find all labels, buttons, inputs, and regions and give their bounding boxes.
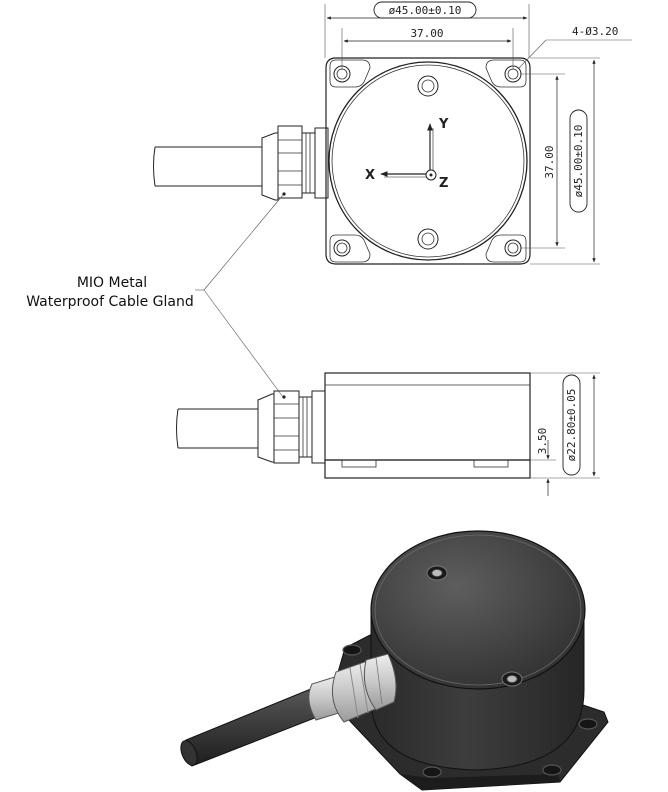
side-cable [176, 408, 258, 449]
render-mount-hole [422, 766, 442, 778]
render-cable [183, 685, 331, 767]
top-cable [153, 146, 262, 187]
dim-side-height-text: ø45.00±0.10 [572, 125, 585, 198]
dimension-base-height: 3.50 [530, 428, 556, 496]
render-screw [426, 565, 448, 581]
render-top-cap [370, 530, 586, 690]
dim-hole-spacing-v-text: 37.00 [543, 145, 556, 178]
top-view: Y X Z ø45.00±0.10 37.00 4-Ø3.20 [153, 1, 632, 265]
dim-hole-callout-text: 4-Ø3.20 [572, 25, 618, 38]
dim-top-width-text: ø45.00±0.10 [389, 4, 462, 17]
render-mount-hole [578, 718, 598, 730]
dimension-total-height: ø22.80±0.05 [530, 372, 600, 479]
dimension-top-width: ø45.00±0.10 [324, 1, 530, 58]
axis-y-label: Y [438, 117, 449, 132]
dimension-side-height: ø45.00±0.10 [530, 57, 600, 265]
top-round-housing [328, 61, 528, 261]
dim-hole-spacing-h-text: 37.00 [410, 27, 443, 40]
dimension-hole-callout: 4-Ø3.20 [518, 25, 632, 69]
callout-label-line1: MIO Metal [77, 275, 147, 291]
axis-x-label: X [365, 168, 375, 183]
render-mount-hole [342, 644, 362, 656]
top-cable-gland [261, 125, 329, 201]
render-mount-hole [542, 764, 562, 776]
axis-indicator: Y X Z [365, 117, 449, 191]
render-screw [501, 671, 523, 687]
dim-base-height-text: 3.50 [536, 428, 549, 455]
dimension-hole-spacing-vertical: 37.00 [520, 73, 565, 249]
render-cable-gland [308, 653, 397, 723]
callout-label-line2: Waterproof Cable Gland [26, 294, 194, 310]
product-render [180, 530, 609, 791]
side-cable-gland [257, 390, 326, 464]
dim-total-height-text: ø22.80±0.05 [565, 389, 578, 462]
dimension-hole-spacing-horizontal: 37.00 [341, 27, 514, 70]
axis-z-label: Z [439, 176, 448, 191]
cable-gland-callout: MIO Metal Waterproof Cable Gland [26, 194, 284, 398]
side-housing [324, 372, 531, 479]
side-view: ø22.80±0.05 3.50 [176, 372, 600, 496]
